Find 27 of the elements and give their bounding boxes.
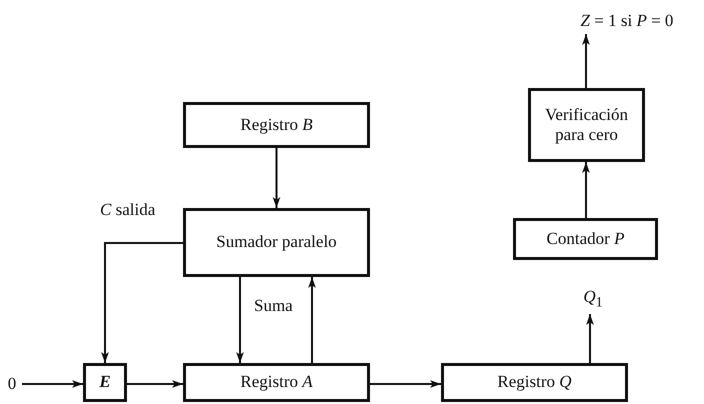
box-label: E — [99, 372, 111, 393]
arrow — [582, 34, 590, 88]
register-box — [441, 363, 628, 402]
arrow — [586, 314, 594, 363]
box-label: Registro B — [240, 114, 313, 136]
counter-box — [513, 218, 658, 260]
adder-box — [183, 208, 370, 277]
arrow — [236, 277, 244, 363]
box-label: Registro Q — [497, 372, 572, 393]
flip-flop-box — [83, 363, 127, 402]
signal-label: Z = 1 si P = 0 — [580, 10, 674, 32]
arrow — [308, 277, 316, 363]
arrow — [127, 380, 183, 388]
arrow — [22, 380, 83, 388]
register-box — [183, 102, 370, 148]
box-label: Registro A — [240, 372, 313, 393]
box-label: Contador P — [546, 228, 624, 250]
arrow — [582, 162, 590, 218]
box-label: Sumador paralelo — [216, 232, 337, 253]
arrow — [370, 380, 441, 388]
signal-label: 0 — [8, 374, 16, 394]
arrow — [272, 148, 280, 208]
arrow — [101, 242, 183, 363]
register-box — [183, 363, 370, 402]
zero-check-box — [528, 88, 645, 162]
box-label: Verificación para cero — [544, 104, 630, 146]
signal-label: Q$_{1}$ — [583, 286, 603, 312]
